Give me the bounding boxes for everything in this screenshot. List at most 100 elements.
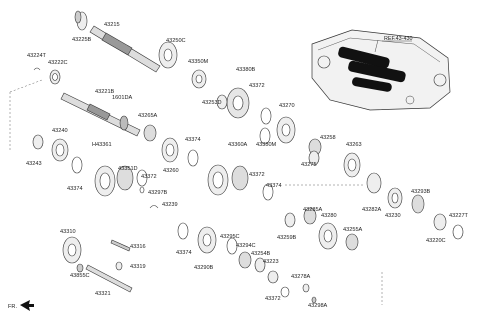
ring-43254B xyxy=(254,257,266,273)
lower-shaft-43221B xyxy=(60,92,141,137)
ring-43374-left xyxy=(71,156,83,174)
gear-43250C xyxy=(158,41,178,69)
label-43260: 43260 xyxy=(163,168,179,174)
label-43372-low: 43372 xyxy=(265,296,281,302)
fr-label: FR. xyxy=(8,304,17,310)
label-43278A: 43278A xyxy=(291,274,311,280)
label-1601DA: 1601DA xyxy=(112,95,132,101)
gear-43310 xyxy=(62,236,82,264)
label-43227T: 43227T xyxy=(449,213,469,219)
label-43240: 43240 xyxy=(52,128,68,134)
synchro-H43361 xyxy=(94,165,116,197)
label-43372-top: 43372 xyxy=(249,83,265,89)
label-43239: 43239 xyxy=(162,202,178,208)
label-43294C: 43294C xyxy=(236,243,256,249)
ring-43227T xyxy=(452,224,464,240)
hub-43372-right xyxy=(231,165,249,191)
bearing-43285A xyxy=(303,207,317,225)
label-43253D: 43253D xyxy=(202,100,222,106)
label-43380B: 43380B xyxy=(236,67,256,73)
label-43254B: 43254B xyxy=(251,251,271,257)
synchro-43360A xyxy=(207,164,229,196)
label-43298A: 43298A xyxy=(308,303,328,309)
ring-43374-low xyxy=(177,222,189,240)
gear-43270 xyxy=(276,116,296,144)
ring-43240 xyxy=(51,138,69,162)
gear-43290B xyxy=(197,226,217,254)
label-43270: 43270 xyxy=(279,103,295,109)
label-43265A: 43265A xyxy=(138,113,158,119)
pin-43855C xyxy=(76,263,84,273)
label-43374-mid: 43374 xyxy=(185,137,201,143)
nut-43278A xyxy=(302,283,310,293)
washer-43319 xyxy=(115,261,123,271)
label-43855C: 43855C xyxy=(70,273,90,279)
label-43225B: 43225B xyxy=(72,37,92,43)
gear-43263 xyxy=(343,152,361,178)
bearing-43294C xyxy=(238,251,252,269)
label-43220C: 43220C xyxy=(426,238,446,244)
label-43282A: 43282A xyxy=(362,207,382,213)
label-43255A: 43255A xyxy=(343,227,363,233)
ring-43220C xyxy=(433,213,447,231)
label-43285A: 43285A xyxy=(303,207,323,213)
label-43372-mid: 43372 xyxy=(141,174,157,180)
label-43215: 43215 xyxy=(104,22,120,28)
label-43221B: 43221B xyxy=(95,89,115,95)
label-43297B: 43297B xyxy=(148,190,168,196)
label-43222C: 43222C xyxy=(48,60,68,66)
bearing-43265A xyxy=(143,124,157,142)
clip-43239 xyxy=(149,205,159,209)
label-H43361: H43361 xyxy=(92,142,112,148)
label-43374-right: 43374 xyxy=(266,183,282,189)
ring-43243 xyxy=(32,134,44,150)
ring-43297B xyxy=(139,186,145,194)
label-43259B: 43259B xyxy=(277,235,297,241)
clip-43224T xyxy=(33,67,41,71)
gear-43282A xyxy=(366,172,382,194)
ring-43372-mid xyxy=(136,169,148,187)
front-arrow-icon xyxy=(20,300,34,311)
ring-43222C xyxy=(49,69,61,85)
dashed-boundary xyxy=(9,79,43,150)
label-43351D: 43351D xyxy=(118,166,138,172)
transmission-case-illustration xyxy=(311,29,451,111)
label-43360A: 43360A xyxy=(228,142,248,148)
shaft-43321 xyxy=(85,264,133,293)
label-43223: 43223 xyxy=(263,259,279,265)
label-43290B: 43290B xyxy=(194,265,214,271)
gear-43260 xyxy=(161,137,179,163)
gear-43350M-top xyxy=(191,69,207,89)
ring-43372-top xyxy=(260,107,272,125)
bearing-43293B xyxy=(411,194,425,214)
ring-43372-low xyxy=(280,286,290,298)
label-43316: 43316 xyxy=(130,244,146,250)
gear-43280 xyxy=(318,222,338,250)
label-43295C: 43295C xyxy=(220,234,240,240)
label-43243: 43243 xyxy=(26,161,42,167)
ring-43259B xyxy=(284,212,296,228)
label-43280: 43280 xyxy=(321,213,337,219)
gear-43275 xyxy=(308,150,320,166)
label-43374-low: 43374 xyxy=(176,250,192,256)
upper-shaft-43215 xyxy=(74,10,161,73)
label-43350M-top: 43350M xyxy=(188,59,209,65)
label-43263: 43263 xyxy=(346,142,362,148)
hub-43351D xyxy=(116,165,134,191)
label-43293B: 43293B xyxy=(411,189,431,195)
label-43224T: 43224T xyxy=(27,53,47,59)
gear-43253D xyxy=(216,94,228,110)
label-43350M-mid: 43350M xyxy=(256,142,277,148)
label-43250C: 43250C xyxy=(166,38,186,44)
pin-43298A xyxy=(311,296,317,304)
ring-43374-right xyxy=(262,183,274,201)
label-43275: 43275 xyxy=(301,162,317,168)
ring-43230 xyxy=(387,187,403,209)
washer-43223 xyxy=(267,270,279,284)
bolt-43316 xyxy=(110,239,131,252)
label-43319: 43319 xyxy=(130,264,146,270)
gear-43380B xyxy=(226,87,250,119)
ring-43350M-mid xyxy=(259,127,271,145)
label-43230: 43230 xyxy=(385,213,401,219)
